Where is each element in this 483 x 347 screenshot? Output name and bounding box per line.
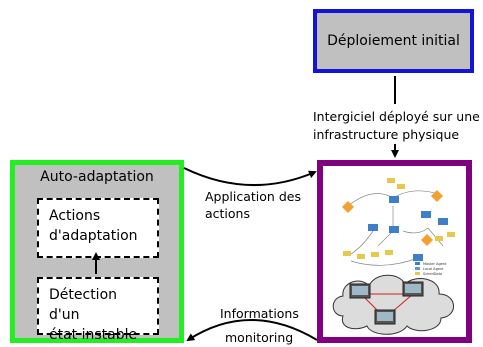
svg-text:Master Agent: Master Agent [423, 262, 447, 266]
computer-icons [349, 281, 424, 325]
svg-text:SchedData: SchedData [423, 272, 442, 276]
monitoring-arrow [186, 319, 318, 342]
information-label: Informations [220, 306, 299, 321]
infrastructure-illustration: Master Agent Local Agent SchedData [332, 178, 455, 335]
auto-adaptation-title: Auto-adaptation [40, 169, 154, 185]
apply-actions-arrow [183, 167, 317, 186]
apply-actions-label: Application des actions [205, 189, 301, 221]
svg-text:Local Agent: Local Agent [423, 267, 444, 271]
monitoring-label: monitoring [225, 330, 294, 345]
physical-infrastructure-box: Master Agent Local Agent SchedData [317, 160, 472, 343]
middleware-label: Intergiciel déployé sur une infrastructu… [313, 109, 480, 142]
server-node-icons [368, 196, 448, 261]
auto-adaptation-box: Auto-adaptation Actions d'adaptation Dét… [10, 160, 184, 343]
initial-deployment-box: Déploiement initial [313, 9, 474, 73]
master-node-icons [342, 190, 443, 246]
initial-deployment-label: Déploiement initial [327, 33, 460, 49]
instability-detection-box: Détection d'un état instable [37, 277, 159, 343]
infra-legend: Master Agent Local Agent SchedData [415, 262, 447, 276]
agent-node-icons [343, 178, 455, 259]
adaptation-actions-box: Actions d'adaptation [37, 198, 159, 258]
